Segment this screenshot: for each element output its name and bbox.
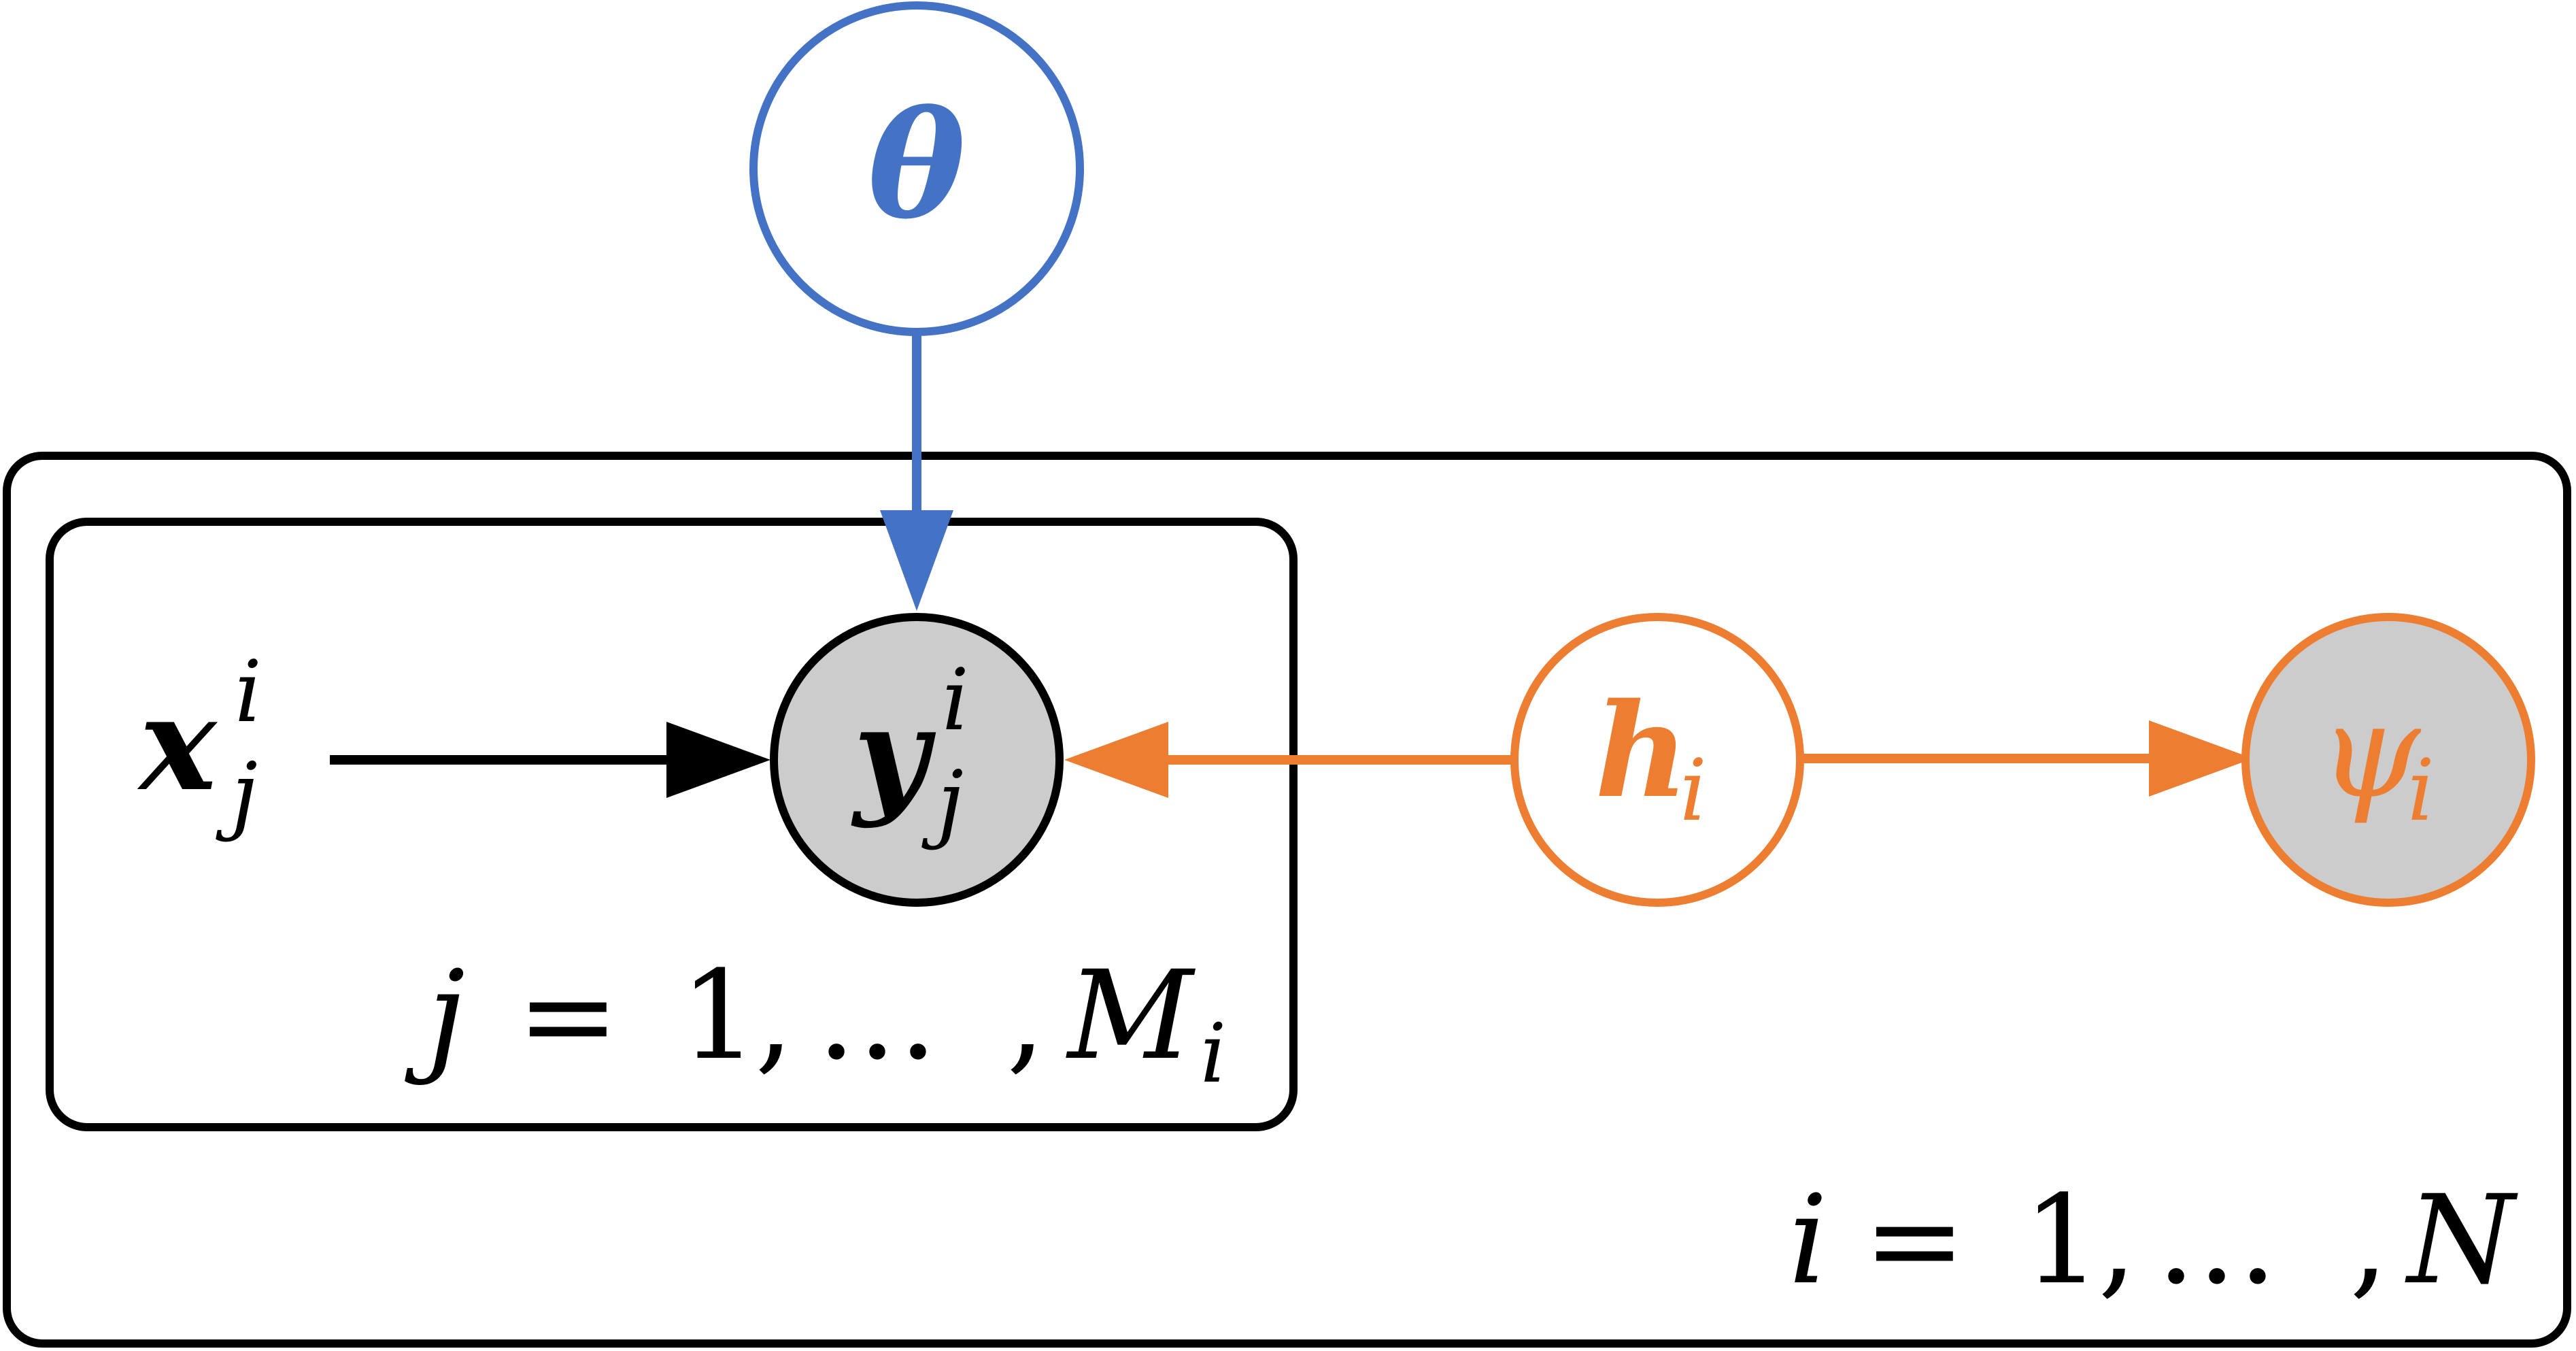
node-h-circle (1510, 613, 1804, 907)
node-psi-subscript: i (2407, 741, 2435, 840)
outer-plate-dots: … (2156, 1169, 2278, 1312)
inner-plate-start: 1 (680, 945, 758, 1087)
outer-plate-equals: = (1863, 1169, 1966, 1312)
arrowhead-theta-to-y (880, 510, 953, 611)
node-h-symbol: h (1595, 675, 1689, 827)
outer-plate-sep1: , (2098, 1169, 2137, 1312)
node-y-symbol: y (851, 678, 936, 830)
node-theta-symbol: θ (868, 79, 965, 251)
arrowhead-h-to-y (1064, 722, 1168, 798)
node-x: x i j (137, 643, 262, 844)
outer-plate-label: i = 1 , … , N (1789, 1169, 2518, 1312)
node-psi: ψ i (2241, 613, 2535, 907)
inner-plate-end: M (1066, 945, 1196, 1087)
arrowhead-x-to-y (666, 722, 770, 798)
node-h-subscript: i (1680, 741, 1707, 840)
inner-plate-end-subscript: i (1200, 1007, 1226, 1101)
node-y-superscript: i (942, 651, 969, 750)
node-theta-circle (749, 1, 1084, 336)
node-psi-symbol: ψ (2319, 676, 2422, 827)
inner-plate-index: j (405, 945, 465, 1087)
outer-plate-end: N (2405, 1169, 2518, 1312)
node-y-circle (770, 613, 1064, 907)
inner-plate-equals: = (517, 945, 620, 1087)
inner-plate-sep2: , (1006, 945, 1045, 1087)
node-theta: θ (749, 1, 1084, 336)
inner-plate (46, 518, 1298, 1131)
node-y: y i j (770, 613, 1064, 907)
outer-plate-index: i (1789, 1169, 1828, 1312)
outer-plate-sep2: , (2350, 1169, 2388, 1312)
arrowhead-h-to-psi (2149, 720, 2253, 797)
inner-plate-dots: … (816, 945, 938, 1087)
inner-plate-label: j = 1 , … , M i (405, 945, 1226, 1101)
outer-plate (3, 452, 2571, 1348)
node-x-symbol: x (137, 668, 218, 820)
node-x-superscript: i (235, 643, 262, 741)
outer-plate-start: 1 (2023, 1169, 2101, 1312)
node-psi-circle (2241, 613, 2535, 907)
inner-plate-sep1: , (755, 945, 794, 1087)
node-h: h i (1510, 613, 1804, 907)
node-x-subscript: j (216, 745, 258, 844)
